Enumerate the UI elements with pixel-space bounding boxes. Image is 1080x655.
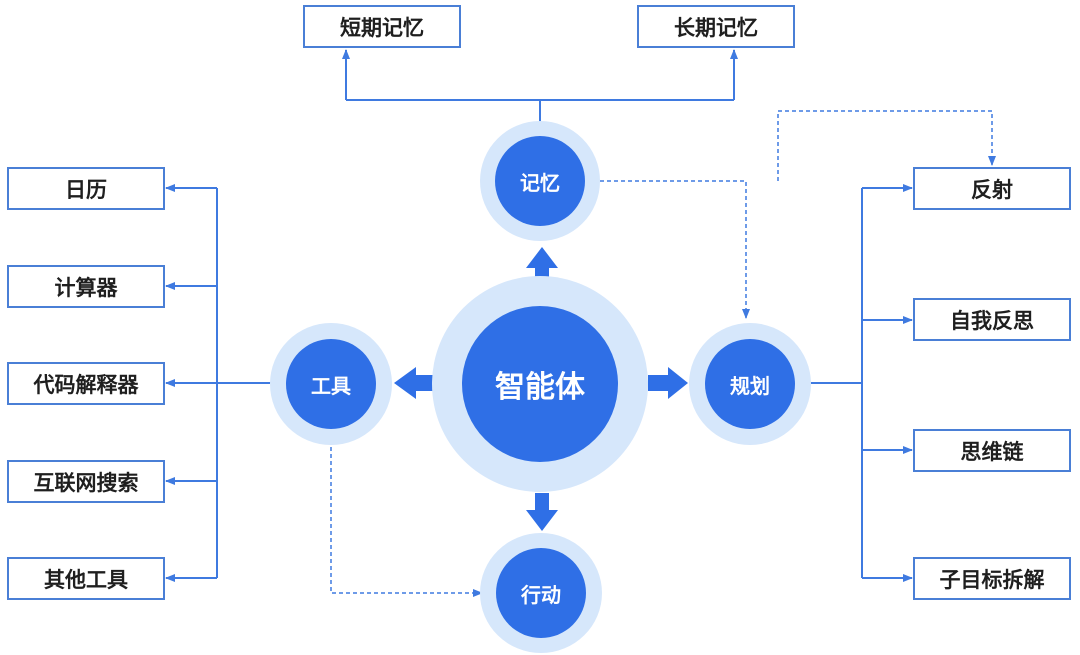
memory-label: 记忆 (495, 136, 585, 226)
planning-label: 规划 (705, 339, 795, 429)
chain-of-thought-box: 思维链 (913, 429, 1071, 472)
arrow-center-to-planning (648, 367, 688, 399)
arrow-center-to-action (526, 493, 558, 531)
calculator-box: 计算器 (7, 265, 165, 308)
dashed-memory-to-reflection (777, 110, 996, 181)
other-tools-box: 其他工具 (7, 557, 165, 600)
memory-node: 记忆 (480, 121, 600, 241)
memory-branch-line (346, 99, 734, 125)
calendar-box: 日历 (7, 167, 165, 210)
tools-branch-line (216, 188, 272, 578)
long-term-memory-box: 长期记忆 (637, 5, 795, 48)
self-reflection-box: 自我反思 (913, 298, 1071, 341)
arrow-center-to-memory (526, 247, 558, 283)
action-node: 行动 (480, 533, 602, 653)
code-interpreter-box: 代码解释器 (7, 362, 165, 405)
tools-label: 工具 (286, 339, 376, 429)
arrow-center-to-tools (394, 367, 435, 399)
tools-node: 工具 (270, 323, 392, 445)
dashed-tools-to-action (330, 440, 483, 597)
short-term-memory-box: 短期记忆 (303, 5, 461, 48)
agent-label: 智能体 (462, 306, 618, 462)
agent-node: 智能体 (432, 276, 648, 492)
dashed-memory-to-planning (600, 180, 750, 319)
action-label: 行动 (496, 548, 586, 638)
web-search-box: 互联网搜索 (7, 460, 165, 503)
subgoal-decomposition-box: 子目标拆解 (913, 557, 1071, 600)
reflection-box: 反射 (913, 167, 1071, 210)
planning-node: 规划 (689, 323, 811, 445)
planning-branch-line (810, 188, 863, 578)
